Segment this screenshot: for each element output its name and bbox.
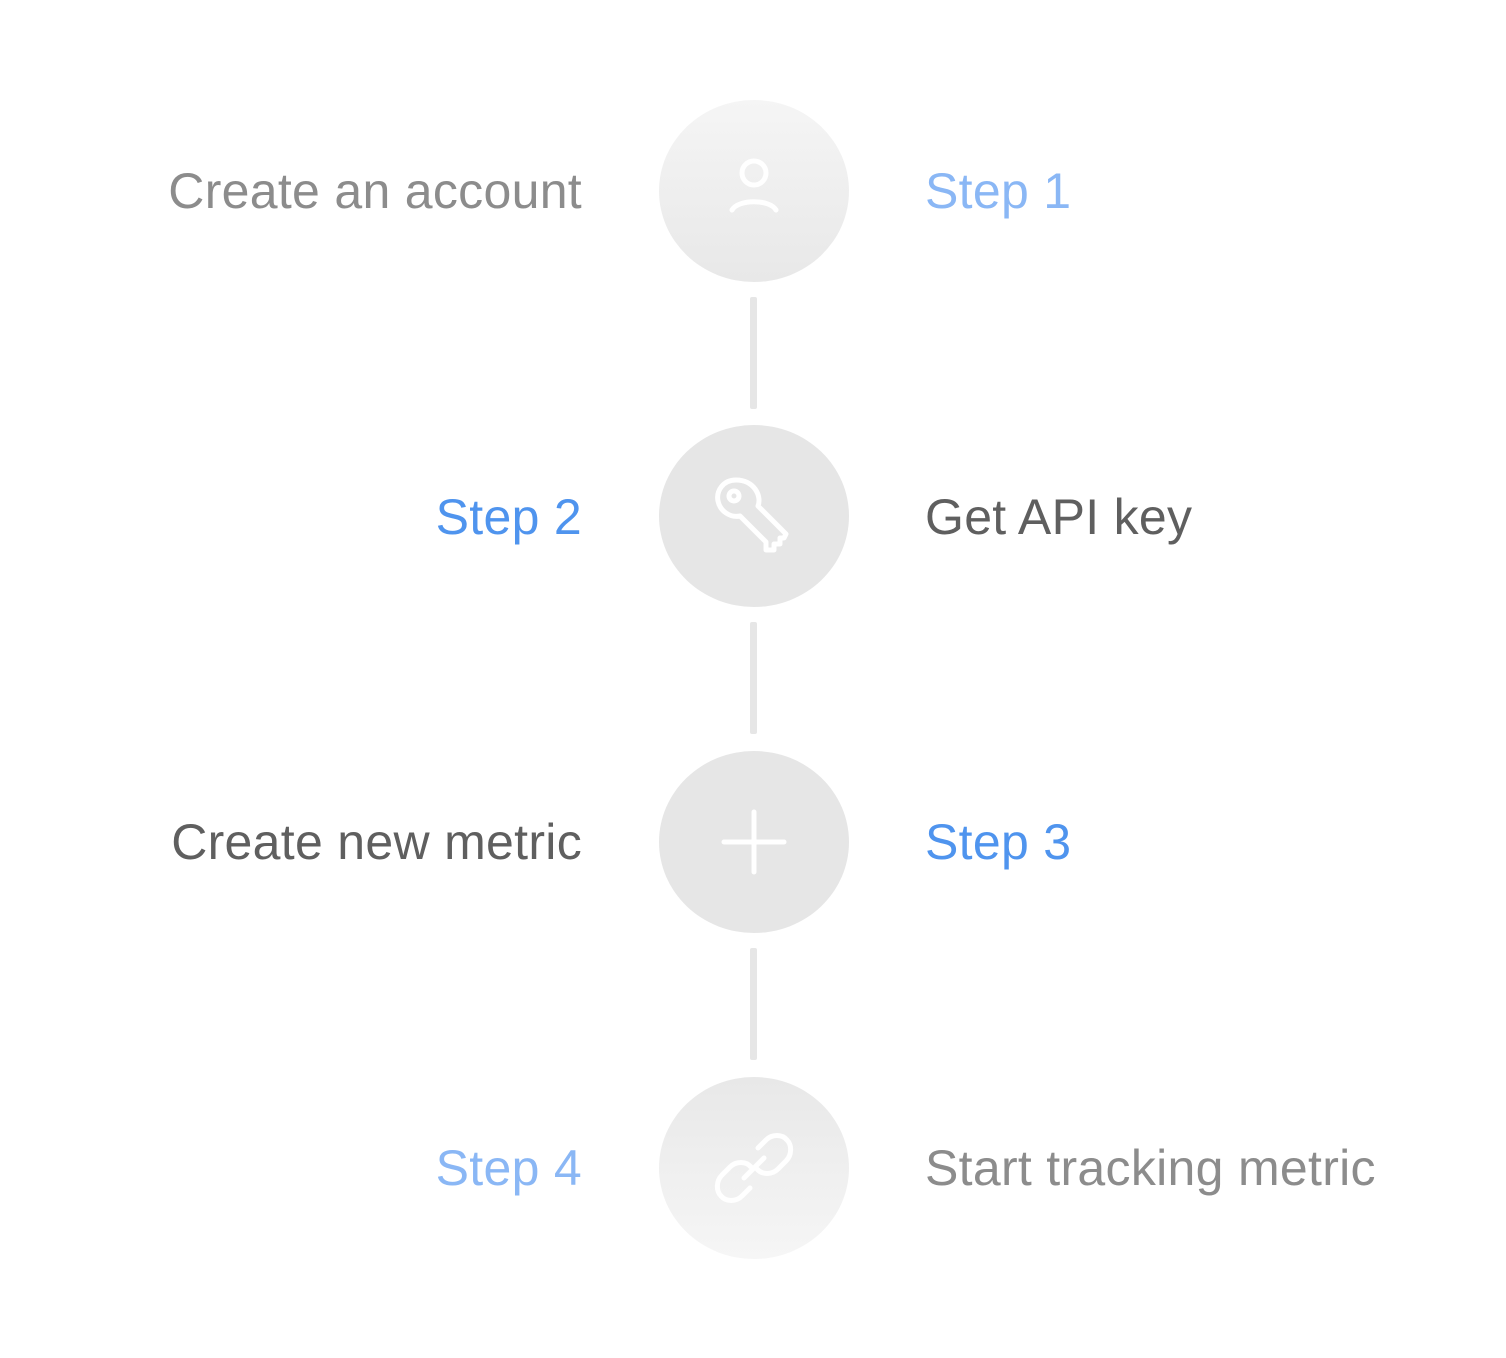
step-4-title: Start tracking metric [925, 1140, 1376, 1196]
step-3-title: Create new metric [171, 814, 582, 870]
step-4-circle[interactable] [659, 1077, 849, 1259]
step-4-label: Step 4 [435, 1140, 582, 1196]
user-icon [714, 151, 794, 231]
step-2-circle[interactable] [659, 425, 849, 607]
link-icon [714, 1128, 794, 1208]
connector-2-3 [750, 622, 757, 734]
step-3-label: Step 3 [925, 814, 1072, 870]
step-3-circle[interactable] [659, 751, 849, 933]
key-icon [706, 468, 802, 564]
step-2-title: Get API key [925, 489, 1193, 545]
step-2-label: Step 2 [435, 489, 582, 545]
plus-icon [719, 807, 789, 877]
connector-3-4 [750, 948, 757, 1060]
step-1-circle[interactable] [659, 100, 849, 282]
connector-1-2 [750, 297, 757, 409]
step-1-label: Step 1 [925, 163, 1072, 219]
step-1-title: Create an account [168, 163, 582, 219]
